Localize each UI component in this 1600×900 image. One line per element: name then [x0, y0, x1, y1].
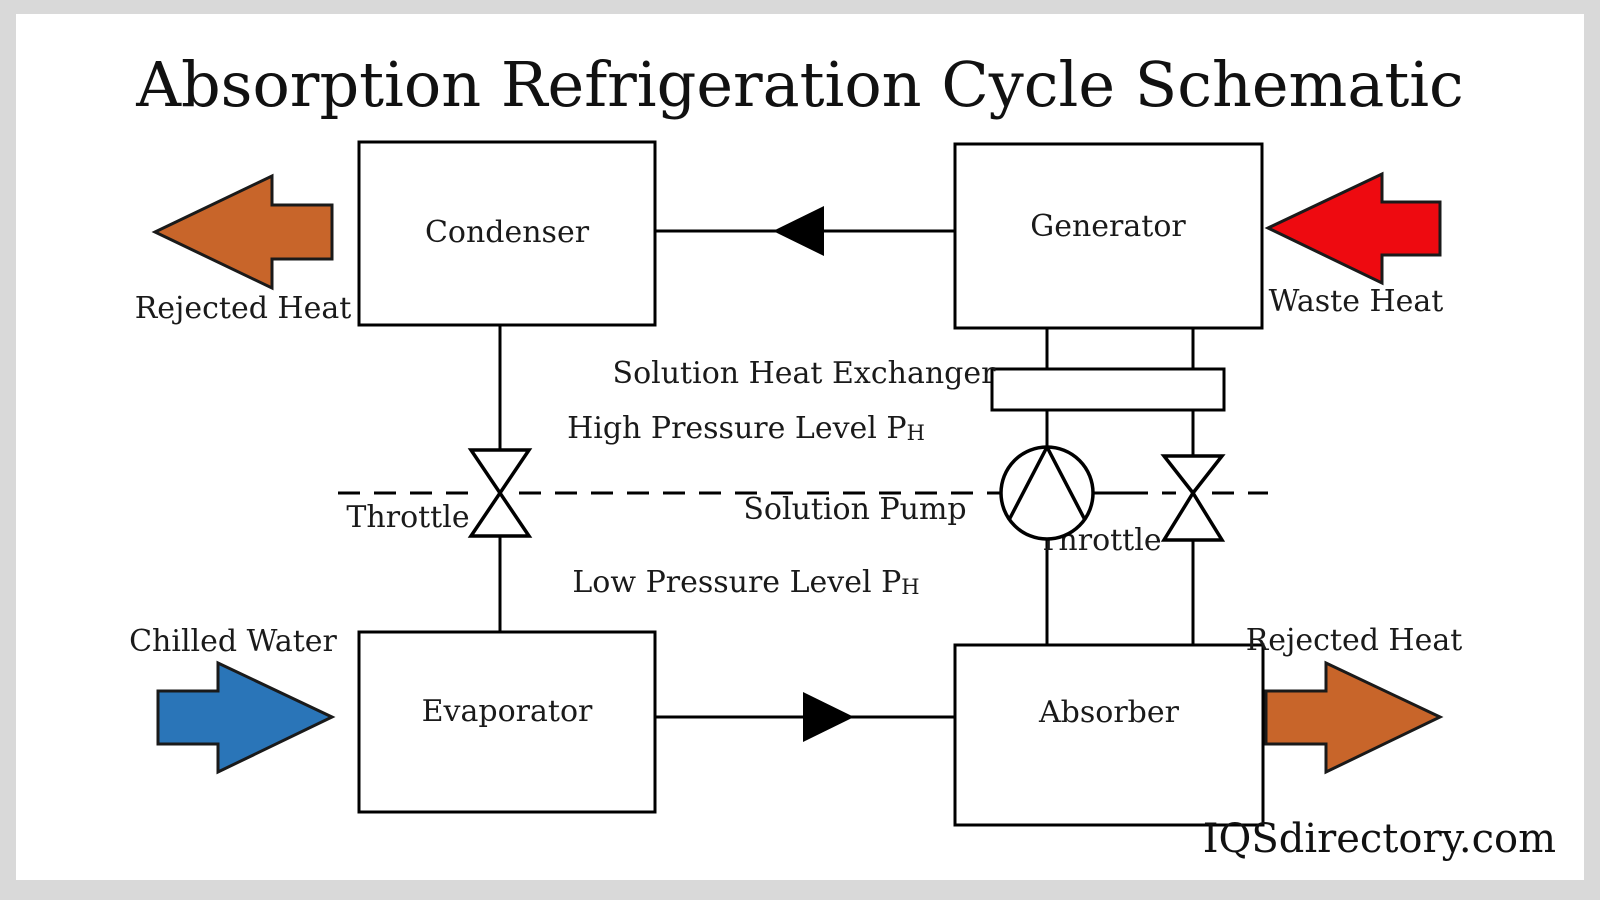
throttle-right-lower-triangle: [1160, 489, 1226, 542]
throttle-left-upper-triangle: [467, 448, 533, 497]
generator-label: Generator: [1030, 209, 1186, 244]
diagram-canvas: Absorption Refrigeration Cycle Schematic: [16, 14, 1584, 880]
low-pressure-level-label: Low Pressure Level PH: [572, 565, 919, 600]
condenser-label: Condenser: [425, 215, 590, 250]
throttle-right-upper-triangle: [1160, 454, 1226, 496]
low-pressure-level-text: Low Pressure Level P: [572, 565, 901, 600]
solution-heat-exchanger-box[interactable]: [990, 367, 1226, 412]
rejected-heat-condenser-arrow-group: Rejected Heat: [135, 173, 352, 326]
solution-pump-symbol[interactable]: [999, 443, 1095, 541]
high-pressure-level-subscript: H: [907, 421, 925, 445]
rejected-heat-condenser-label: Rejected Heat: [135, 291, 352, 326]
solution-pump-label: Solution Pump: [743, 492, 966, 527]
throttle-right-valve[interactable]: [1160, 454, 1226, 542]
high-pressure-level-label: High Pressure Level PH: [567, 411, 925, 446]
flow-arrowhead-generator-to-condenser: [773, 206, 824, 256]
condenser-box[interactable]: [357, 140, 657, 327]
chilled-water-evaporator-arrow-icon: [156, 660, 336, 775]
throttle-left-valve[interactable]: [467, 448, 533, 538]
solution-pump-circle: [999, 445, 1095, 541]
evaporator-label: Evaporator: [422, 694, 593, 729]
waste-heat-generator-label: Waste Heat: [1269, 284, 1444, 319]
flow-arrowhead-evaporator-to-absorber: [803, 692, 854, 742]
absorption-cycle-schematic: Absorption Refrigeration Cycle Schematic: [129, 48, 1556, 862]
rejected-heat-absorber-label: Rejected Heat: [1246, 623, 1463, 658]
watermark: IQSdirectory.com: [1203, 816, 1556, 862]
solution-pump-triangle: [1007, 443, 1087, 521]
low-pressure-level-subscript: H: [901, 575, 919, 599]
waste-heat-generator-arrow-icon: [1264, 171, 1442, 286]
high-pressure-level-text: High Pressure Level P: [567, 411, 907, 446]
absorber-label: Absorber: [1038, 695, 1180, 730]
throttle-left-lower-triangle: [467, 489, 533, 538]
chilled-water-evaporator-label: Chilled Water: [129, 624, 337, 659]
absorber-box[interactable]: [953, 643, 1265, 827]
rejected-heat-condenser-arrow-icon: [151, 173, 334, 291]
waste-heat-generator-arrow-group: Waste Heat: [1264, 171, 1444, 319]
rejected-heat-absorber-arrow-group: Rejected Heat: [1246, 623, 1463, 775]
page-title: Absorption Refrigeration Cycle Schematic: [135, 48, 1464, 121]
generator-box[interactable]: [953, 142, 1264, 330]
chilled-water-evaporator-arrow-group: Chilled Water: [129, 624, 338, 775]
throttle-left-label: Throttle: [346, 500, 469, 535]
solution-heat-exchanger-label: Solution Heat Exchanger: [613, 356, 997, 391]
evaporator-box[interactable]: [357, 630, 657, 814]
rejected-heat-absorber-arrow-icon: [1264, 660, 1444, 775]
